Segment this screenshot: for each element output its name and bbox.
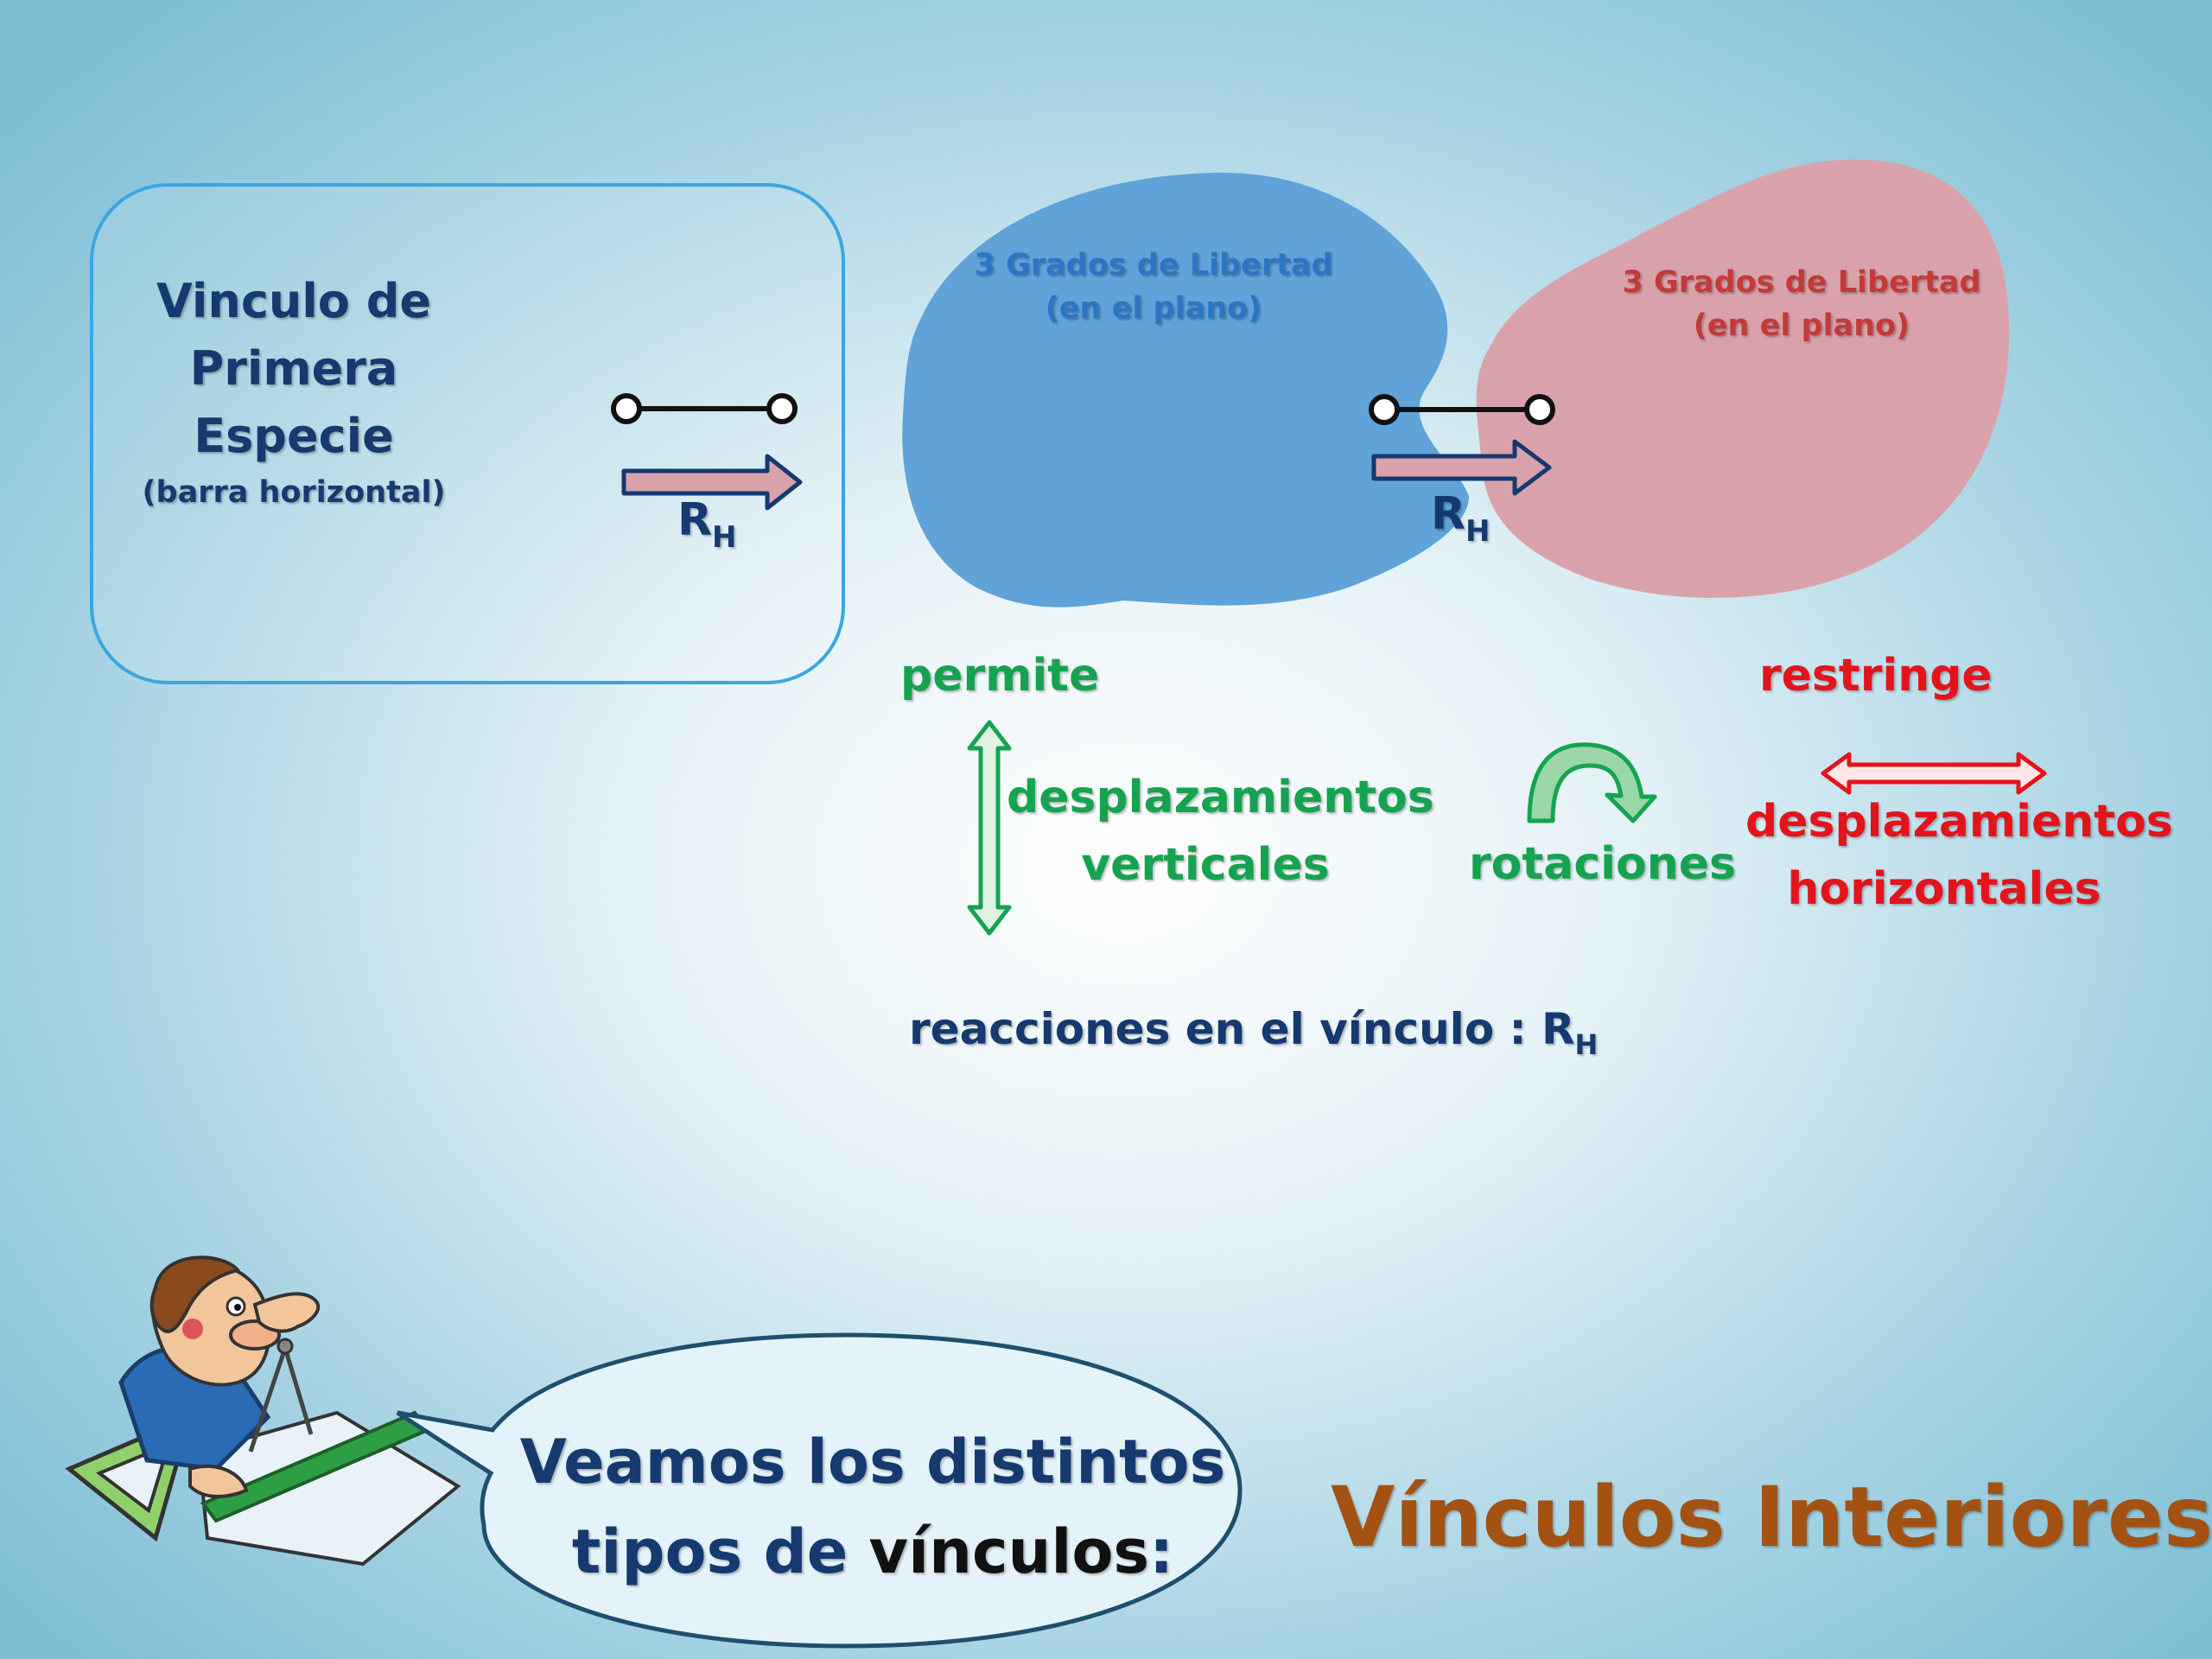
left-body-label: 3 Grados de Libertad (en el plano) [950, 244, 1357, 330]
box-title: Vinculo de Primera Especie (barra horizo… [121, 268, 467, 510]
vertical-double-arrow-icon [967, 720, 1012, 936]
horizontal-displacements-label: desplazamientos horizontales [1745, 788, 2173, 923]
box-bar-diagram [611, 393, 803, 511]
right-body-label: 3 Grados de Libertad (en el plano) [1599, 261, 2005, 347]
rh-arrow-icon [621, 454, 803, 511]
left-body-label-line-1: 3 Grados de Libertad [974, 248, 1333, 283]
right-body-label-line-1: 3 Grados de Libertad [1622, 265, 1981, 300]
connection-bar-icon [1369, 394, 1555, 425]
left-body-blob [902, 172, 1469, 607]
restringe-label: restringe [1759, 650, 1993, 702]
constraint-definition-box [90, 183, 845, 684]
horizontal-double-arrow-icon [1821, 752, 2047, 795]
compass-icon [248, 1338, 314, 1452]
drafting-paper [196, 1410, 461, 1567]
left-body-label-line-2: (en el plano) [1045, 291, 1262, 326]
hand-icon [188, 1292, 321, 1498]
box-title-line-2: Primera [189, 341, 398, 396]
engineer-illustration [65, 1255, 461, 1567]
speech-text: Veamos los distintos tipos de vínculos: [518, 1417, 1227, 1597]
horizontal-bar-icon [611, 393, 798, 424]
vertical-displacements-line-2: verticales [1081, 839, 1330, 891]
rotation-arrow-icon [1527, 742, 1657, 823]
reactions-text: reacciones en el vínculo : RH [909, 1004, 1599, 1061]
box-title-line-1: Vinculo de [156, 274, 431, 328]
box-subtitle: (barra horizontal) [142, 475, 446, 510]
right-body-blob [1476, 159, 2010, 598]
connection-rh-label: RH [1431, 488, 1491, 549]
right-body-label-line-2: (en el plano) [1693, 308, 1910, 343]
vertical-displacements-line-1: desplazamientos [1007, 772, 1434, 823]
box-rh-label: RH [677, 494, 737, 555]
speech-line-1: Veamos los distintos [519, 1427, 1226, 1497]
main-title: Vínculos Interiores: [1331, 1469, 2212, 1566]
horizontal-displacements-line-1: desplazamientos [1745, 796, 2173, 848]
rotations-label: rotaciones [1469, 838, 1736, 890]
permite-label: permite [900, 650, 1100, 702]
speech-line-2: tipos de vínculos: [571, 1516, 1174, 1587]
connection-rh-arrow-icon [1371, 439, 1552, 496]
horizontal-displacements-line-2: horizontales [1787, 863, 2101, 915]
vertical-displacements-label: desplazamientos verticales [1007, 764, 1434, 899]
box-title-line-3: Especie [194, 409, 394, 463]
speech-bubble [396, 1332, 1243, 1649]
